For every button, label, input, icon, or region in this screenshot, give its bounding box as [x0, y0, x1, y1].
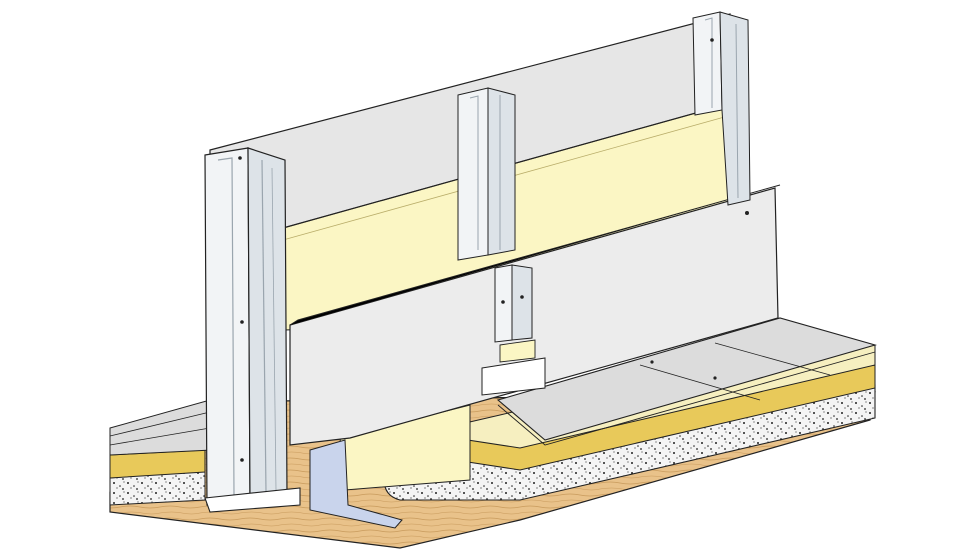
screw-fastener	[713, 376, 717, 380]
edge-sealing-tape	[309, 439, 403, 529]
steel-c-stud	[204, 147, 288, 506]
screw-fastener	[745, 211, 749, 215]
steel-c-stud	[692, 11, 751, 206]
screw-fastener	[240, 320, 244, 324]
steel-u-track	[204, 487, 301, 513]
screw-fastener	[520, 295, 524, 299]
floor-boards-left	[109, 399, 213, 456]
screw-fastener	[240, 458, 244, 462]
screw-fastener	[238, 156, 242, 160]
steel-c-stud-lower	[481, 264, 546, 396]
right-floor-buildup	[382, 317, 877, 501]
dry-screed-floor-boards	[496, 317, 877, 441]
steel-u-track	[481, 357, 546, 396]
steel-c-stud	[457, 87, 516, 261]
screw-fastener	[650, 360, 654, 364]
screw-fastener	[710, 38, 714, 42]
gypsum-board-front-panel	[289, 187, 779, 446]
left-floor-buildup	[109, 399, 213, 506]
screw-fastener	[501, 300, 505, 304]
